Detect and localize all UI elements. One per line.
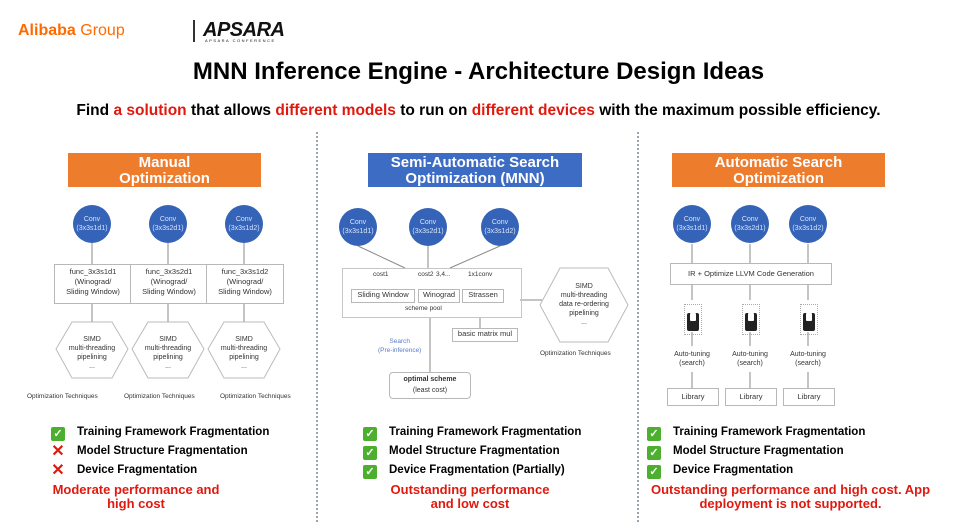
func-box: func_3x3s1d2(Winograd/Sliding Window) [206, 264, 284, 304]
group-wordmark: Group [80, 22, 125, 39]
device-phone [800, 304, 818, 335]
tech-label: Optimization Techniques [124, 393, 195, 400]
tech-label: Optimization Techniques [220, 393, 291, 400]
cost-label: cost1 [373, 271, 389, 278]
check-icon: ✓ [363, 446, 377, 460]
check-icon: ✓ [647, 465, 661, 479]
cross-icon: ✕ [51, 443, 65, 460]
header-line: Semi-Automatic Search [390, 154, 560, 171]
scheme-item: Strassen [462, 289, 504, 303]
auto-tuning-label: Auto-tuning(search) [790, 351, 826, 367]
basic-matrix-box: basic matrix mul [452, 328, 518, 342]
conv-node: Conv(3x3s1d2) [225, 205, 263, 243]
apsara-conference-tagline: APSARA CONFERENCE [205, 38, 276, 43]
library-box: Library [725, 388, 777, 406]
check-item: ✓Model Structure Fragmentation [647, 442, 865, 461]
automatic-checklist: ✓Training Framework Fragmentation ✓Model… [647, 423, 865, 480]
check-icon: ✓ [51, 427, 65, 441]
column-divider [316, 132, 318, 522]
cost-label: cost2 [418, 271, 434, 278]
subtitle-text: with the maximum possible efficiency. [594, 102, 881, 119]
subtitle-highlight: different devices [471, 102, 595, 119]
subtitle-highlight: a solution [113, 102, 187, 119]
phone-icon [687, 313, 699, 331]
conv-node: Conv(3x3s1d1) [73, 205, 111, 243]
auto-tuning-label: Auto-tuning(search) [732, 351, 768, 367]
device-phone [684, 304, 702, 335]
library-box: Library [783, 388, 835, 406]
header-line: Optimization (MNN) [405, 170, 545, 187]
check-item: ✓Model Structure Fragmentation [363, 442, 581, 461]
header-line: Manual [138, 154, 191, 171]
check-item: ✓Training Framework Fragmentation [647, 423, 865, 442]
cost-label: 1x1conv [468, 271, 493, 278]
scheme-item: Winograd [418, 289, 460, 303]
search-label: Search(Pre-inference) [378, 338, 422, 354]
check-item: ✓Training Framework Fragmentation [51, 423, 269, 442]
column-divider [637, 132, 639, 522]
conv-node: Conv(3x3s2d1) [149, 205, 187, 243]
semi-auto-checklist: ✓Training Framework Fragmentation ✓Model… [363, 423, 581, 480]
check-item: ✓Device Fragmentation [647, 461, 865, 480]
check-icon: ✓ [363, 427, 377, 441]
slide-title: MNN Inference Engine - Architecture Desi… [192, 58, 765, 85]
header-line: Automatic Search [714, 154, 843, 171]
header-line: Optimization [119, 170, 210, 187]
manual-checklist: ✓Training Framework Fragmentation ✕Model… [51, 423, 269, 480]
cost-label: 3,4... [436, 271, 451, 278]
cross-icon: ✕ [51, 462, 65, 479]
conv-node: Conv(3x3s1d2) [481, 208, 519, 246]
subtitle-text: that allows [186, 102, 276, 119]
phone-icon [745, 313, 757, 331]
scheme-pool-label: scheme pool [405, 305, 442, 312]
conv-node: Conv(3x3s1d1) [339, 208, 377, 246]
subtitle-text: Find [76, 102, 114, 119]
check-icon: ✓ [363, 465, 377, 479]
alibaba-group-logo: Alibaba Group [18, 22, 125, 40]
header-line: Optimization [733, 170, 824, 187]
scheme-item: Sliding Window [351, 289, 415, 303]
check-item: ✓Device Fragmentation (Partially) [363, 461, 581, 480]
semi-automatic-header: Semi-Automatic Search Optimization (MNN) [368, 153, 582, 187]
check-item: ✕Model Structure Fragmentation [51, 443, 248, 460]
logo-separator [193, 20, 195, 42]
ir-llvm-box: IR + Optimize LLVM Code Generation [670, 263, 832, 285]
auto-tuning-label: Auto-tuning(search) [674, 351, 710, 367]
manual-optimization-header: Manual Optimization [68, 153, 261, 187]
check-item: ✕Device Fragmentation [51, 462, 198, 479]
tech-label: Optimization Techniques [540, 350, 611, 357]
alibaba-wordmark: Alibaba [18, 22, 76, 39]
slide-subtitle: Find a solution that allows different mo… [0, 102, 957, 120]
scheme-pool [342, 268, 522, 318]
device-phone [742, 304, 760, 335]
subtitle-text: to run on [395, 102, 472, 119]
check-item: ✓Training Framework Fragmentation [363, 423, 581, 442]
func-box: func_3x3s1d1(Winograd/Sliding Window) [54, 264, 132, 304]
automatic-conclusion: Outstanding performance and high cost. A… [650, 482, 931, 511]
check-icon: ✓ [647, 446, 661, 460]
func-box: func_3x3s2d1(Winograd/Sliding Window) [130, 264, 208, 304]
conv-node: Conv(3x3s1d2) [789, 205, 827, 243]
conv-node: Conv(3x3s2d1) [409, 208, 447, 246]
library-box: Library [667, 388, 719, 406]
check-icon: ✓ [647, 427, 661, 441]
tech-label: Optimization Techniques [27, 393, 98, 400]
subtitle-highlight: different models [275, 102, 396, 119]
apsara-logo: APSARA [203, 19, 285, 41]
automatic-search-header: Automatic Search Optimization [672, 153, 885, 187]
optimal-scheme-box: optimal scheme(least cost) [389, 372, 471, 399]
phone-icon [803, 313, 815, 331]
conv-node: Conv(3x3s1d1) [673, 205, 711, 243]
conv-node: Conv(3x3s2d1) [731, 205, 769, 243]
